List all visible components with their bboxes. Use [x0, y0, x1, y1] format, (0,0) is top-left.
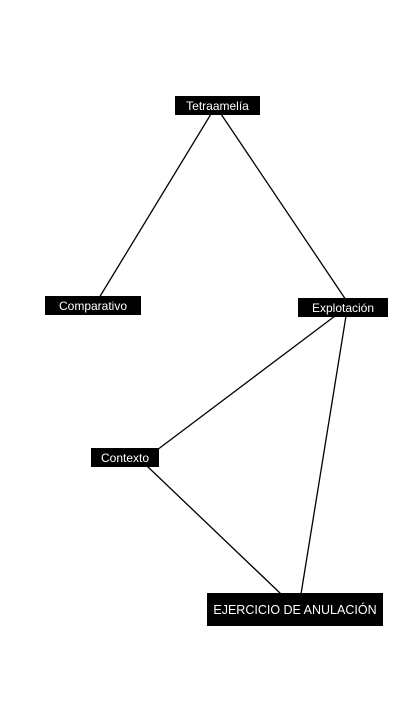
node-comparativo[interactable]: Comparativo: [45, 296, 141, 315]
edge-tetraamelia-comparativo: [98, 113, 212, 299]
edge-explotacion-ejercicio: [300, 315, 347, 595]
edge-contexto-ejercicio: [146, 465, 282, 595]
node-contexto[interactable]: Contexto: [91, 448, 159, 467]
edge-explotacion-contexto: [156, 315, 336, 451]
edge-tetraamelia-explotacion: [220, 113, 347, 301]
node-ejercicio-de-anulacion[interactable]: EJERCICIO DE ANULACIÓN: [207, 593, 383, 626]
node-explotacion[interactable]: Explotación: [298, 298, 388, 317]
node-tetraamelia[interactable]: Tetraamelía: [175, 96, 260, 115]
